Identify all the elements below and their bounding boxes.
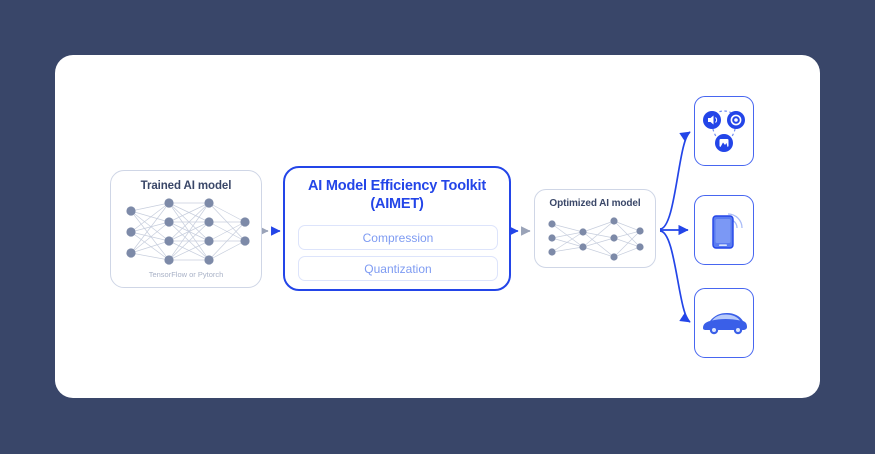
aimet-feature-compression[interactable]: Compression [298,225,498,250]
optimized-model-panel: Optimized AI model [534,189,656,268]
trained-model-panel: Trained AI model [110,170,262,288]
connector-fanout [659,131,691,323]
trained-model-framework-note: TensorFlow or Pytorch [148,270,224,279]
aimet-feature-compression-label: Compression [362,230,434,245]
trained-model-title: Trained AI model [140,180,232,192]
image-icon [715,134,733,152]
optimized-model-title: Optimized AI model [549,198,641,209]
aimet-panel: AI Model Efficiency Toolkit (AIMET) Comp… [283,166,511,291]
aimet-feature-quantization[interactable]: Quantization [298,256,498,281]
target-card-apps[interactable] [694,96,754,166]
camera-icon [727,111,745,129]
trained-model-network [126,198,250,265]
speaker-icon [703,111,721,129]
target-card-phone[interactable] [694,195,754,265]
aimet-heading-line1: AI Model Efficiency Toolkit [307,178,487,194]
aimet-feature-quantization-label: Quantization [364,261,432,276]
car-icon [703,313,747,335]
target-card-automotive[interactable] [694,288,754,358]
optimized-model-network [548,217,644,261]
aimet-heading-line2: (AIMET) [370,196,424,213]
smartphone-icon [712,215,734,249]
aimet-heading: AI Model Efficiency Toolkit (AIMET) [285,177,509,213]
